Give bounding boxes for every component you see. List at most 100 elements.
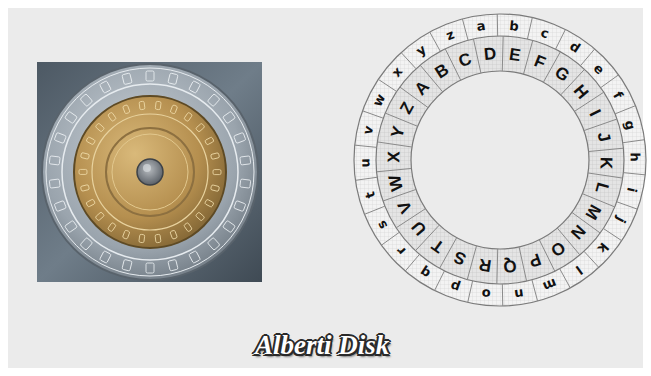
plain-letter: H [571, 82, 592, 102]
emboss-mark [211, 185, 220, 192]
plain-letter: U [408, 218, 429, 238]
emboss-mark [240, 156, 251, 165]
cipher-letter: l [573, 263, 584, 276]
cell-divider [473, 39, 481, 73]
emboss-mark [223, 111, 236, 123]
emboss-mark [207, 237, 220, 250]
emboss-mark [189, 81, 201, 94]
emboss-mark [54, 132, 66, 143]
cell-divider [364, 206, 384, 214]
emboss-mark [122, 230, 130, 239]
caption: Alberti Disk [255, 331, 389, 361]
emboss-mark [155, 101, 161, 110]
cell-divider [435, 271, 445, 291]
cipher-letter: y [414, 43, 428, 59]
plain-letter: N [567, 222, 588, 243]
plain-letter: Y [388, 124, 407, 139]
cipher-ring [354, 14, 646, 306]
emboss-mark [86, 199, 95, 207]
emboss-mark [196, 123, 205, 132]
emboss-mark [108, 222, 117, 231]
cell-divider [355, 145, 377, 147]
plain-letter: C [456, 50, 473, 70]
plain-letter: R [477, 256, 492, 275]
plain-letter: G [552, 64, 573, 86]
cipher-letter: u [358, 158, 371, 168]
cell-divider [617, 202, 638, 209]
emboss-mark [168, 73, 178, 85]
emboss-mark [65, 220, 78, 232]
emboss-mark [100, 251, 112, 264]
cipher-letter: b [508, 19, 519, 33]
cipher-letter: d [567, 39, 582, 55]
cell-divider [355, 177, 377, 180]
cell-divider [601, 75, 619, 88]
cipher-letter: v [361, 125, 376, 136]
cipher-letter: t [362, 190, 376, 199]
emboss-mark [100, 81, 112, 94]
emboss-mark [123, 105, 131, 114]
cell-divider [502, 284, 503, 306]
emboss-mark [95, 123, 104, 132]
plain-letter: E [509, 46, 523, 64]
plain-letter: P [527, 250, 543, 270]
plain-letter: Q [503, 256, 518, 274]
emboss-mark [234, 132, 246, 143]
emboss-mark [86, 137, 95, 145]
emboss-mark [122, 259, 132, 271]
emboss-mark [65, 111, 78, 123]
cell-divider [462, 19, 468, 40]
cell-divider [430, 32, 441, 51]
emboss-mark [80, 94, 93, 107]
emboss-mark [168, 259, 178, 271]
cell-divider [532, 280, 538, 301]
emboss-mark [139, 234, 145, 243]
cell-divider [519, 247, 527, 281]
emboss-mark [223, 220, 236, 232]
emboss-mark [49, 156, 60, 165]
cipher-letter: f [611, 89, 625, 100]
emboss-mark [108, 112, 117, 121]
cipher-letter: z [444, 27, 456, 42]
cipher-letter: s [374, 218, 389, 231]
cipher-letter: a [476, 19, 487, 33]
cipher-letter: h [628, 153, 641, 163]
cipher-letter: r [394, 245, 408, 259]
cell-divider [468, 281, 473, 302]
plain-letter: V [395, 198, 415, 216]
emboss-mark [54, 201, 66, 212]
cell-divider [467, 246, 476, 280]
emboss-mark [234, 201, 246, 212]
emboss-mark [184, 222, 193, 231]
cell-divider [580, 49, 594, 66]
cipher-letter: k [595, 240, 611, 255]
plain-letter: T [428, 236, 446, 256]
emboss-mark [170, 230, 178, 239]
cell-divider [378, 79, 396, 91]
plain-letter: M [582, 201, 604, 222]
cell-divider [524, 40, 533, 74]
cipher-letter: x [390, 65, 405, 80]
emboss-mark [184, 112, 193, 121]
emboss-mark [207, 94, 220, 107]
emboss-mark [189, 251, 201, 264]
cell-divider [502, 36, 504, 71]
emboss-mark [170, 105, 178, 114]
cell-divider [623, 140, 645, 143]
plain-letter: W [386, 173, 406, 192]
cell-divider [623, 173, 645, 175]
cell-divider [556, 29, 566, 49]
cipher-letter: n [513, 287, 524, 301]
cell-divider [497, 14, 498, 36]
plain-letter: Z [397, 100, 417, 117]
cipher-letter: e [592, 61, 608, 76]
cell-divider [584, 251, 599, 267]
plain-letter: O [548, 238, 568, 259]
emboss-mark [205, 199, 214, 207]
cell-divider [584, 119, 617, 131]
plain-letter: S [451, 248, 468, 268]
emboss-mark [146, 263, 154, 273]
cell-divider [527, 18, 532, 39]
cell-divider [615, 106, 635, 114]
